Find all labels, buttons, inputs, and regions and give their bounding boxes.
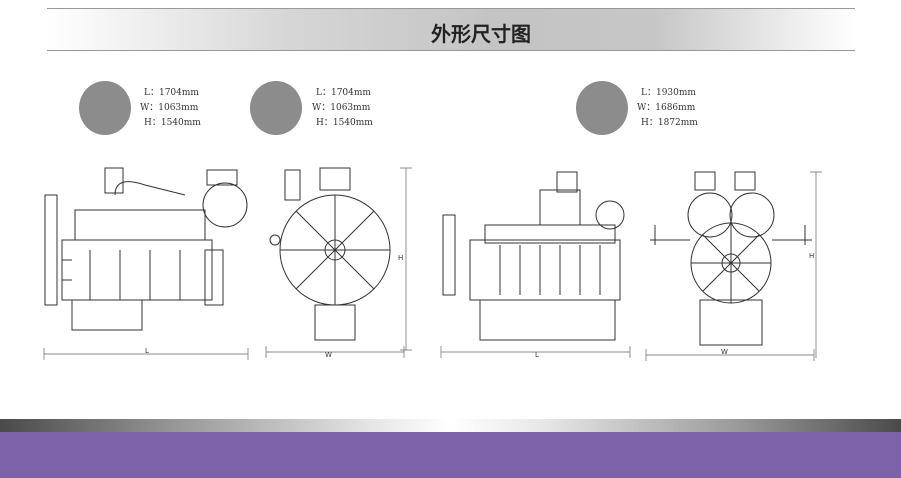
- engine-drawings: L W H L W H: [43, 167, 822, 361]
- spec-block-2: L：1704mm W：1063mm H：1540mm: [312, 86, 373, 131]
- dim-label-length: L: [535, 351, 539, 359]
- dim-label-length: L: [145, 347, 149, 355]
- spec-block-3: L：1930mm W：1686mm H：1872mm: [637, 86, 698, 131]
- spec-width: W：1686mm: [637, 103, 696, 113]
- section-title: 外形尺寸图: [431, 22, 531, 46]
- dim-label-height: H: [398, 254, 403, 262]
- footer-band: [0, 432, 901, 478]
- spec-circle: [576, 81, 628, 135]
- dim-label-height: H: [809, 252, 814, 260]
- spec-height: H：1540mm: [144, 118, 201, 128]
- spec-width: W：1063mm: [140, 103, 199, 113]
- spec-length: L：1704mm: [144, 88, 199, 98]
- spec-block-1: L：1704mm W：1063mm H：1540mm: [140, 86, 201, 131]
- engine-side-view-1: [44, 167, 248, 331]
- spec-circle: [79, 81, 131, 135]
- section-header: 外形尺寸图: [47, 8, 855, 51]
- dimension-lines: [43, 167, 822, 361]
- spec-length: L：1704mm: [316, 88, 371, 98]
- engine-side-view-2: [442, 171, 625, 341]
- spec-height: H：1540mm: [316, 118, 373, 128]
- engine-front-view-2: [650, 171, 812, 346]
- spec-length: L：1930mm: [641, 88, 696, 98]
- spec-circle: [250, 81, 302, 135]
- engine-front-view-1: [269, 167, 391, 341]
- dim-label-width: W: [721, 348, 728, 356]
- spec-height: H：1872mm: [641, 118, 698, 128]
- dim-label-width: W: [325, 351, 332, 359]
- spec-width: W：1063mm: [312, 103, 371, 113]
- divider-bar: [0, 419, 901, 432]
